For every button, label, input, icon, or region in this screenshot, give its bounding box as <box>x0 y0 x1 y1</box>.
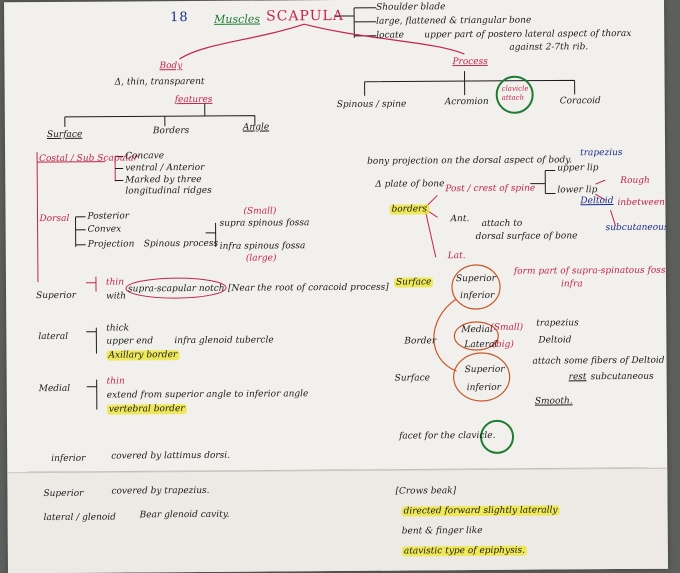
lat-border: Lat. <box>447 251 466 262</box>
page-number: 18 <box>170 10 189 26</box>
lateral-thick: thick <box>106 323 130 334</box>
superior-thin: thin <box>105 277 125 288</box>
attach-fibers: attach some fibers of Deltoid <box>532 355 665 367</box>
vertebral-border: vertebral border <box>106 404 187 415</box>
costal-item: Marked by three longitudinal ridges <box>125 174 212 197</box>
def-ribs: against 2-7th rib. <box>509 42 589 53</box>
lip-trapezius: trapezius <box>580 147 623 159</box>
def-location: upper part of postero lateral aspect of … <box>424 28 632 41</box>
attach-to: attach to <box>481 218 523 229</box>
surface-heading: Surface <box>46 129 83 141</box>
bottom-superior: Superior <box>43 488 84 500</box>
spinous-process: Spinous process <box>143 238 219 250</box>
muscles-label: Muscles <box>214 12 261 26</box>
inbetween-label: inbetween <box>617 197 665 209</box>
rough-label: Rough <box>620 175 650 187</box>
angle-superior: Superior <box>36 290 77 302</box>
dorsal-surface: dorsal surface of bone <box>475 231 578 243</box>
acromion-inferior: inferior <box>466 382 501 394</box>
bent-label: bent & finger like <box>401 525 483 537</box>
body-desc: Δ, thin, transparent <box>114 76 205 88</box>
spinous-branch: Spinous / spine <box>336 99 407 110</box>
upper-lip: upper lip <box>557 163 599 174</box>
acromion-border: Border <box>404 336 437 347</box>
large-note: (large) <box>245 253 277 264</box>
directed-label: directed forward slightly laterally <box>401 505 560 517</box>
medial-small: (Small) <box>490 322 524 333</box>
axillary-border: Axillary border <box>106 350 180 361</box>
bottom-sheet: Superior covered by trapezius. lateral /… <box>7 467 668 573</box>
infra-fossa: infra spinous fossa <box>219 241 306 252</box>
lip-deltoid: Deltoid <box>580 196 614 207</box>
medial-thin: thin <box>106 376 125 387</box>
smooth-label: Smooth. <box>534 396 573 407</box>
medial-extend: extend from superior angle to inferior a… <box>106 389 309 401</box>
small-note: (Small) <box>243 206 277 217</box>
post-crest: Post / crest of spine <box>445 183 536 195</box>
atavistic-label: atavistic type of epiphysis. <box>401 545 528 557</box>
acromion-surface: Surface <box>394 373 431 384</box>
surface-inferior: inferior <box>460 290 495 302</box>
def-shape: large, flattened & triangular bone <box>376 15 532 27</box>
spine-desc: bony projection on the dorsal aspect of … <box>367 155 573 167</box>
plate-of-bone: Δ plate of bone <box>375 179 445 190</box>
acromion-deltoid: Deltoid <box>538 335 572 346</box>
supra-part: form part of supra-spinatous fossa. <box>513 265 668 277</box>
notch-note: [Near the root of coracoid process] <box>227 282 389 294</box>
surface-superior: Superior <box>455 273 496 285</box>
process-title: Process <box>452 56 488 68</box>
def-shoulder: Shoulder blade <box>376 2 446 13</box>
body-title: Body <box>159 61 183 72</box>
angle-medial: Medial <box>38 383 71 395</box>
acromion-superior: Superior <box>464 364 505 376</box>
subcutaneous-label: subcutaneous <box>605 222 668 234</box>
bottom-lateral: lateral / glenoid <box>43 512 116 524</box>
lateral-big: (big) <box>492 339 514 350</box>
angle-inferior: inferior <box>51 453 86 464</box>
angle-lateral: lateral <box>38 331 69 343</box>
infra-part: infra <box>560 279 583 290</box>
features-label: features <box>174 94 213 106</box>
costal-item: Concave <box>125 151 165 162</box>
superior-with: with <box>106 291 127 302</box>
ant-border: Ant. <box>450 214 470 225</box>
costal-label: Costal / Sub Scapular <box>39 153 138 165</box>
facet-clavicle: facet for the clavicle. <box>399 430 496 442</box>
lower-lip: lower lip <box>557 185 598 196</box>
rest-subcutaneous: subcutaneous <box>590 371 654 383</box>
page-title: SCAPULA <box>266 7 344 25</box>
medial-border: Medial <box>461 324 493 336</box>
spine-surface: Surface <box>393 277 434 288</box>
dorsal-item: Posterior <box>87 211 130 222</box>
notch-label: supra-scapular notch <box>127 283 225 295</box>
rest-label: rest <box>568 372 587 383</box>
spine-borders: borders <box>389 204 430 215</box>
supra-fossa: supra spinous fossa <box>219 218 310 229</box>
def-locate: locate <box>376 30 404 41</box>
costal-item: ventral / Anterior <box>125 162 205 174</box>
acromion-trapezius: trapezius <box>536 318 579 329</box>
dorsal-label: Dorsal <box>39 213 70 225</box>
bottom-lateral-desc: Bear glenoid cavity. <box>139 509 230 521</box>
lateral-upper-end: upper end <box>106 336 154 347</box>
bottom-superior-desc: covered by trapezius. <box>111 485 210 497</box>
inferior-desc: covered by lattimus dorsi. <box>111 450 231 462</box>
dorsal-item: Convex <box>87 224 122 235</box>
notebook-page: 18 Muscles SCAPULA Shoulder blade large,… <box>4 0 668 573</box>
angle-heading: Angle <box>242 122 270 133</box>
dorsal-item: Projection <box>87 239 135 250</box>
borders-heading: Borders <box>152 126 190 137</box>
acromion-branch: Acromion <box>444 96 489 108</box>
infra-tubercle: infra glenoid tubercle <box>174 335 274 347</box>
coracoid-branch: Coracoid <box>559 96 601 107</box>
clavicle-attach: clavicle attach <box>501 84 529 102</box>
crows-beak: [Crows beak] <box>395 486 457 497</box>
